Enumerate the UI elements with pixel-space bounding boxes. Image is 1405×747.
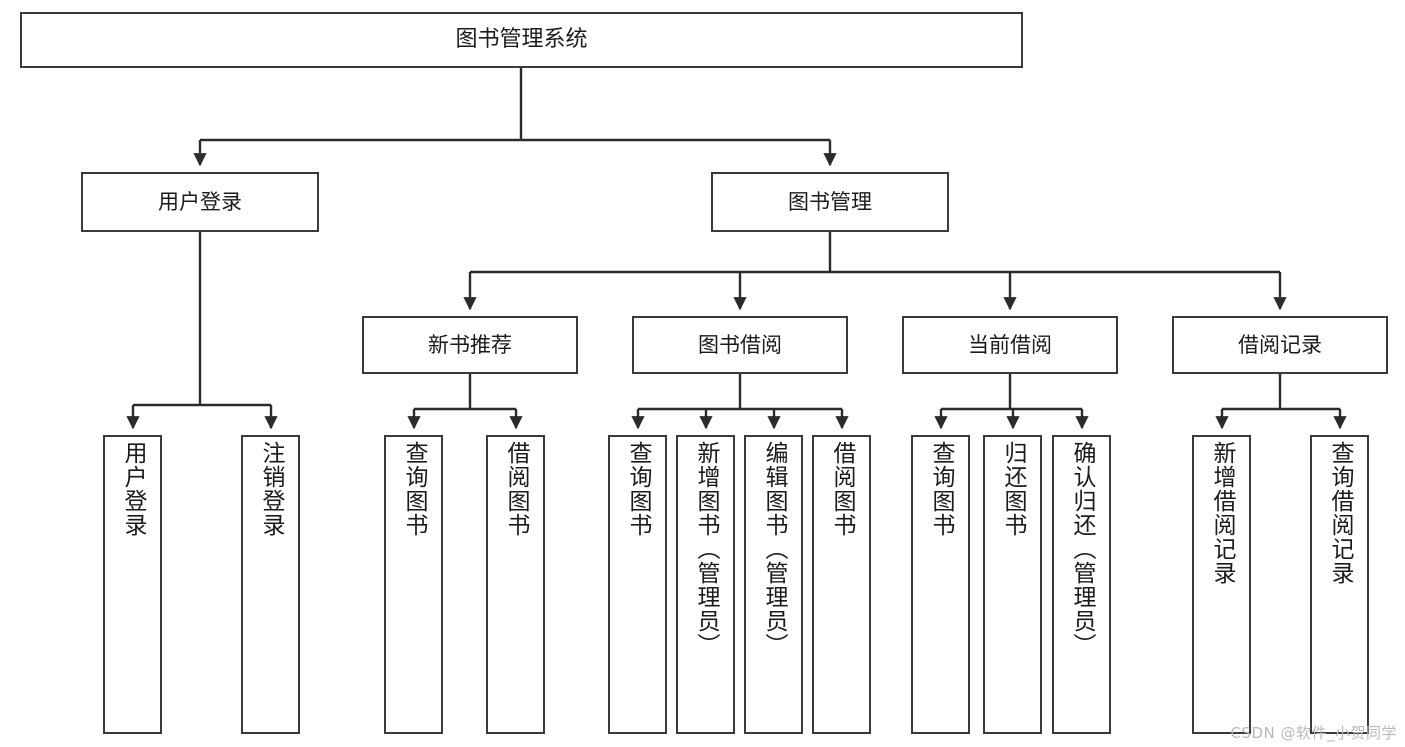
node-root-label: 图书管理系统 (455, 27, 588, 53)
node-current-borrow[interactable]: 当前借阅 (902, 316, 1118, 374)
node-leaf-query-book-cur-label: 查询图书 (928, 441, 954, 537)
node-leaf-add-book[interactable]: 新增图书（管理员） (676, 435, 735, 734)
node-leaf-borrow-book-rec[interactable]: 借阅图书 (486, 435, 545, 734)
node-leaf-confirm-return[interactable]: 确认归还（管理员） (1052, 435, 1111, 734)
node-leaf-borrow-book-label: 借阅图书 (829, 441, 855, 537)
node-leaf-query-book-cur[interactable]: 查询图书 (911, 435, 970, 734)
node-leaf-borrow-book[interactable]: 借阅图书 (812, 435, 871, 734)
node-book-borrow-label: 图书借阅 (698, 332, 782, 357)
node-leaf-user-logout[interactable]: 注销登录 (241, 435, 300, 734)
node-root[interactable]: 图书管理系统 (20, 12, 1023, 68)
node-leaf-confirm-return-label: 确认归还（管理员） (1069, 441, 1095, 657)
node-user-login-label: 用户登录 (158, 189, 242, 214)
node-leaf-add-record[interactable]: 新增借阅记录 (1192, 435, 1251, 734)
node-leaf-query-record[interactable]: 查询借阅记录 (1310, 435, 1369, 734)
csdn-watermark: CSDN @软件_小贺同学 (1230, 724, 1397, 742)
node-leaf-add-record-label: 新增借阅记录 (1209, 441, 1235, 585)
node-leaf-query-book-rec-label: 查询图书 (401, 441, 427, 537)
node-current-borrow-label: 当前借阅 (968, 332, 1052, 357)
node-leaf-user-login[interactable]: 用户登录 (103, 435, 162, 734)
node-leaf-user-logout-label: 注销登录 (258, 441, 284, 537)
node-leaf-query-book-bor-label: 查询图书 (625, 441, 651, 537)
node-leaf-query-book-bor[interactable]: 查询图书 (608, 435, 667, 734)
node-leaf-borrow-book-rec-label: 借阅图书 (503, 441, 529, 537)
node-leaf-user-login-label: 用户登录 (120, 441, 146, 537)
node-book-borrow[interactable]: 图书借阅 (632, 316, 848, 374)
node-book-manage[interactable]: 图书管理 (711, 172, 949, 232)
node-book-manage-label: 图书管理 (788, 189, 872, 214)
node-leaf-add-book-label: 新增图书（管理员） (693, 441, 719, 657)
node-borrow-record[interactable]: 借阅记录 (1172, 316, 1388, 374)
node-leaf-return-book[interactable]: 归还图书 (983, 435, 1042, 734)
node-leaf-edit-book[interactable]: 编辑图书（管理员） (744, 435, 803, 734)
node-borrow-record-label: 借阅记录 (1238, 332, 1322, 357)
node-leaf-query-record-label: 查询借阅记录 (1327, 441, 1353, 585)
node-leaf-query-book-rec[interactable]: 查询图书 (384, 435, 443, 734)
node-new-book-rec[interactable]: 新书推荐 (362, 316, 578, 374)
node-leaf-edit-book-label: 编辑图书（管理员） (761, 441, 787, 657)
node-user-login[interactable]: 用户登录 (81, 172, 319, 232)
node-new-book-rec-label: 新书推荐 (428, 332, 512, 357)
node-leaf-return-book-label: 归还图书 (1000, 441, 1026, 537)
